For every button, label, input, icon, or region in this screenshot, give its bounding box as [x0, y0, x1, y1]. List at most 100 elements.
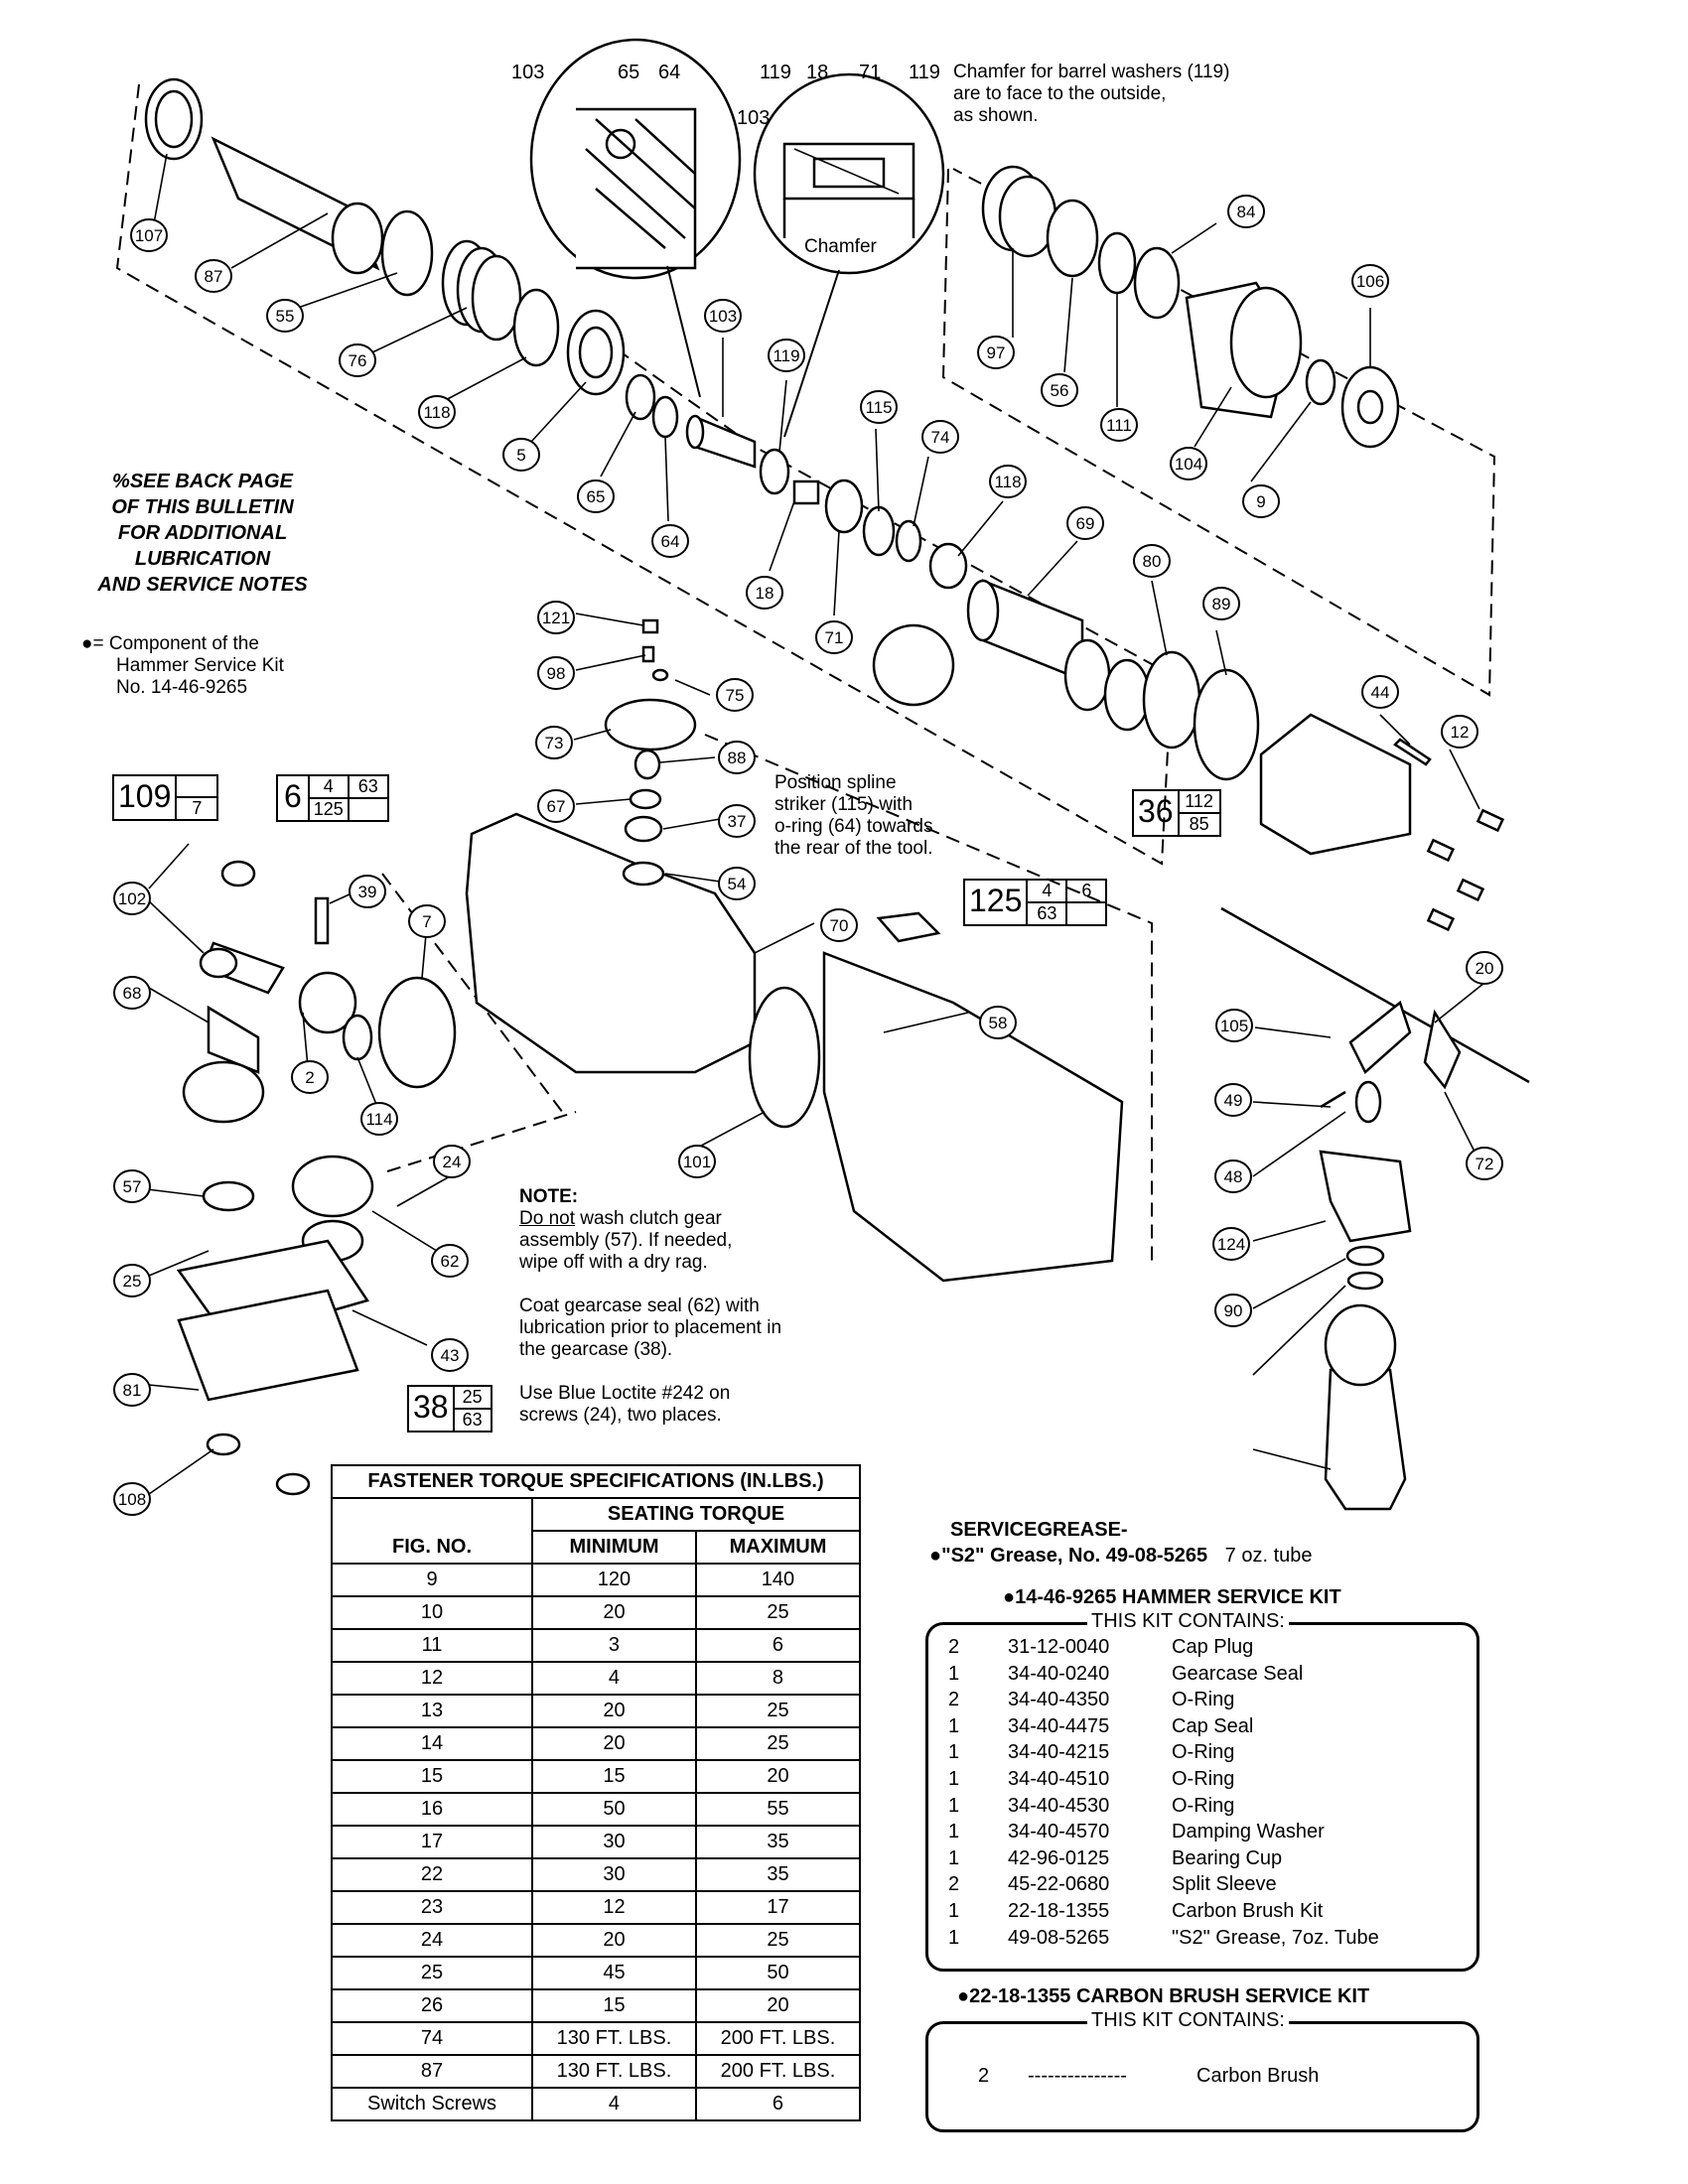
- kit-item-part-number: 22-18-1355: [1008, 1900, 1110, 1922]
- callout-106: 106: [1351, 264, 1389, 298]
- torque-max-cell: 35: [694, 1825, 862, 1859]
- callout-97: 97: [977, 336, 1015, 369]
- loctite-line: Use Blue Loctite #242 on: [519, 1383, 731, 1404]
- callout-number: 70: [830, 916, 849, 935]
- callout-number: 2: [305, 1068, 314, 1087]
- torque-max-cell: 200 FT. LBS.: [694, 2021, 862, 2056]
- spline-note-line: striker (115) with: [774, 794, 914, 815]
- torque-min-cell: 12: [531, 1890, 697, 1925]
- kit-item-qty: 1: [948, 1821, 960, 1843]
- kit-item-qty: 1: [948, 1662, 960, 1685]
- note-line: assembly (57). If needed,: [519, 1230, 733, 1251]
- kit-item-description: "S2" Grease, 7oz. Tube: [1172, 1926, 1379, 1949]
- callout-81: 81: [113, 1373, 151, 1407]
- callout-number: 18: [756, 584, 774, 603]
- torque-max-cell: 55: [694, 1792, 862, 1827]
- callout-number: 62: [441, 1252, 460, 1271]
- kit-item-description: O-Ring: [1172, 1794, 1235, 1817]
- kit-item-qty: 2: [948, 1689, 960, 1711]
- chamfer-note-line: are to face to the outside,: [953, 83, 1167, 104]
- torque-fig-cell: 14: [331, 1726, 533, 1761]
- gear-note: NOTE: Do not wash clutch gear assembly (…: [519, 1186, 857, 1427]
- callout-73: 73: [535, 726, 573, 759]
- torque-max-cell: 6: [694, 2087, 862, 2121]
- callout-number: 25: [123, 1272, 142, 1291]
- callout-69: 69: [1066, 506, 1104, 540]
- ref-box-109: 109 7: [112, 774, 219, 821]
- callout-number: 106: [1356, 272, 1384, 291]
- kit-item-qty: 2: [948, 1873, 960, 1896]
- kit-item-qty: 1: [948, 1926, 960, 1949]
- callout-118: 118: [418, 395, 456, 429]
- ref-box-main: 38: [409, 1387, 455, 1431]
- ref-119-top-2: 119: [909, 62, 940, 83]
- callout-number: 81: [123, 1381, 142, 1400]
- torque-table: FASTENER TORQUE SPECIFICATIONS (IN.LBS.)…: [331, 1464, 862, 2121]
- callout-number: 76: [349, 351, 367, 370]
- callout-number: 57: [123, 1177, 142, 1196]
- see-back-line: AND SERVICE NOTES: [97, 574, 308, 596]
- callout-24: 24: [433, 1145, 471, 1178]
- callout-number: 104: [1175, 455, 1202, 474]
- callout-number: 90: [1224, 1301, 1243, 1320]
- callout-49: 49: [1214, 1083, 1252, 1117]
- component-note-line: ●= Component of the: [81, 633, 259, 654]
- torque-min-cell: 20: [531, 1595, 697, 1630]
- callout-84: 84: [1227, 195, 1265, 228]
- ref-box-cell: 7: [192, 798, 203, 818]
- callout-76: 76: [339, 343, 376, 377]
- ref-119-top: 119: [760, 62, 791, 83]
- callout-number: 124: [1217, 1235, 1245, 1254]
- detail-circle-65-64: [529, 38, 742, 280]
- callout-number: 54: [728, 875, 747, 893]
- callout-75: 75: [716, 678, 754, 712]
- torque-fig-cell: 23: [331, 1890, 533, 1925]
- brush-kit-legend: THIS KIT CONTAINS:: [1087, 2009, 1289, 2032]
- torque-max-cell: 50: [694, 1956, 862, 1990]
- callout-62: 62: [431, 1244, 469, 1278]
- kit-item-description: Cap Plug: [1172, 1636, 1254, 1658]
- callout-number: 103: [709, 307, 737, 326]
- callout-number: 74: [931, 428, 950, 447]
- torque-max-cell: 6: [694, 1628, 862, 1663]
- callout-number: 67: [547, 797, 566, 816]
- callout-number: 84: [1237, 203, 1256, 221]
- torque-fig-cell: 13: [331, 1694, 533, 1728]
- torque-max-cell: 25: [694, 1694, 862, 1728]
- see-back-line: FOR ADDITIONAL: [117, 522, 288, 544]
- callout-number: 88: [728, 749, 747, 767]
- torque-fig-cell: 12: [331, 1661, 533, 1696]
- callout-20: 20: [1466, 951, 1503, 985]
- torque-min-cell: 4: [531, 2087, 697, 2121]
- callout-108: 108: [113, 1482, 151, 1516]
- torque-col-max: MAXIMUM: [694, 1530, 862, 1565]
- torque-min-cell: 20: [531, 1726, 697, 1761]
- callout-115: 115: [860, 390, 898, 424]
- see-back-line: OF THIS BULLETIN: [111, 496, 294, 518]
- callout-39: 39: [349, 875, 386, 908]
- kit-item-part-number: 34-40-0240: [1008, 1662, 1110, 1685]
- torque-min-cell: 45: [531, 1956, 697, 1990]
- torque-max-cell: 8: [694, 1661, 862, 1696]
- ref-box-cell: 4: [310, 776, 350, 797]
- callout-2: 2: [291, 1060, 329, 1094]
- callout-64: 64: [651, 524, 689, 558]
- callout-number: 105: [1220, 1017, 1248, 1035]
- ref-box-cell: 112: [1179, 791, 1219, 814]
- callout-72: 72: [1466, 1147, 1503, 1180]
- callout-98: 98: [537, 656, 575, 690]
- torque-fig-cell: 11: [331, 1628, 533, 1663]
- torque-max-cell: 17: [694, 1890, 862, 1925]
- callout-68: 68: [113, 976, 151, 1010]
- torque-min-cell: 3: [531, 1628, 697, 1663]
- chamfer-note-line: as shown.: [953, 105, 1039, 126]
- kit-item-description: Damping Washer: [1172, 1821, 1325, 1843]
- torque-min-cell: 30: [531, 1857, 697, 1892]
